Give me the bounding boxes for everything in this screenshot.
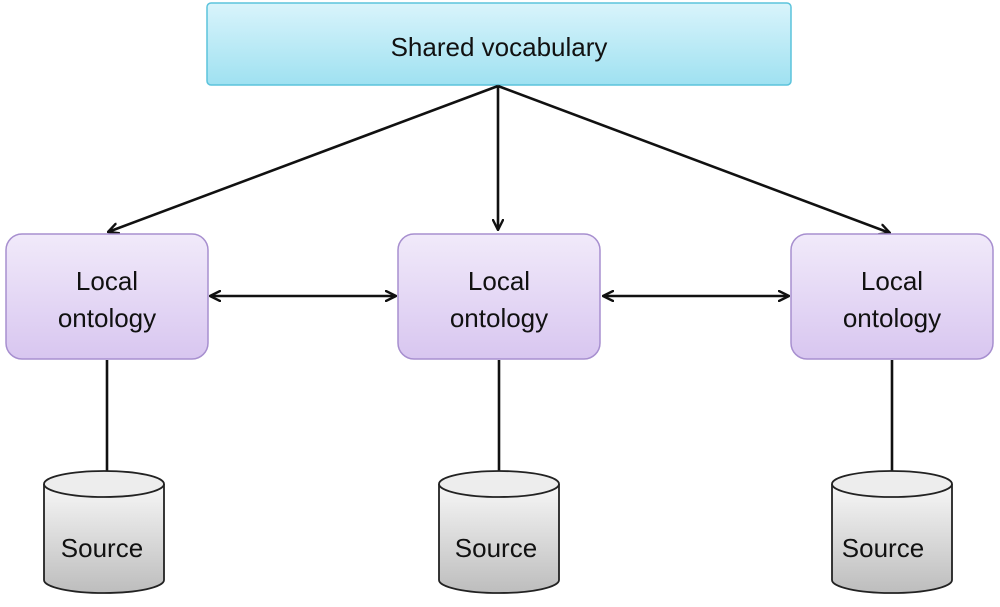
ontology-3-line2: ontology bbox=[843, 303, 941, 333]
source-1-label: Source bbox=[61, 533, 143, 563]
shared-vocabulary-label: Shared vocabulary bbox=[391, 32, 608, 62]
shared-vocabulary-node: Shared vocabulary bbox=[206, 2, 792, 86]
arrow-vocab-to-ontology-right bbox=[497, 84, 890, 233]
source-arrows bbox=[107, 360, 892, 490]
source-3-label: Source bbox=[842, 533, 924, 563]
local-ontology-node-2: Local ontology bbox=[397, 233, 601, 360]
ontology-2-line2: ontology bbox=[450, 303, 548, 333]
ontology-1-line1: Local bbox=[76, 266, 138, 296]
source-database-1: Source bbox=[43, 470, 165, 594]
local-ontology-node-1: Local ontology bbox=[5, 233, 209, 360]
vocabulary-arrows bbox=[108, 84, 890, 233]
source-database-3: Source bbox=[831, 470, 953, 594]
source-database-2: Source bbox=[438, 470, 560, 594]
local-ontology-node-3: Local ontology bbox=[790, 233, 994, 360]
ontology-3-line1: Local bbox=[861, 266, 923, 296]
source-2-label: Source bbox=[455, 533, 537, 563]
arrow-vocab-to-ontology-left bbox=[108, 84, 499, 232]
ontology-2-line1: Local bbox=[468, 266, 530, 296]
ontology-1-line2: ontology bbox=[58, 303, 156, 333]
